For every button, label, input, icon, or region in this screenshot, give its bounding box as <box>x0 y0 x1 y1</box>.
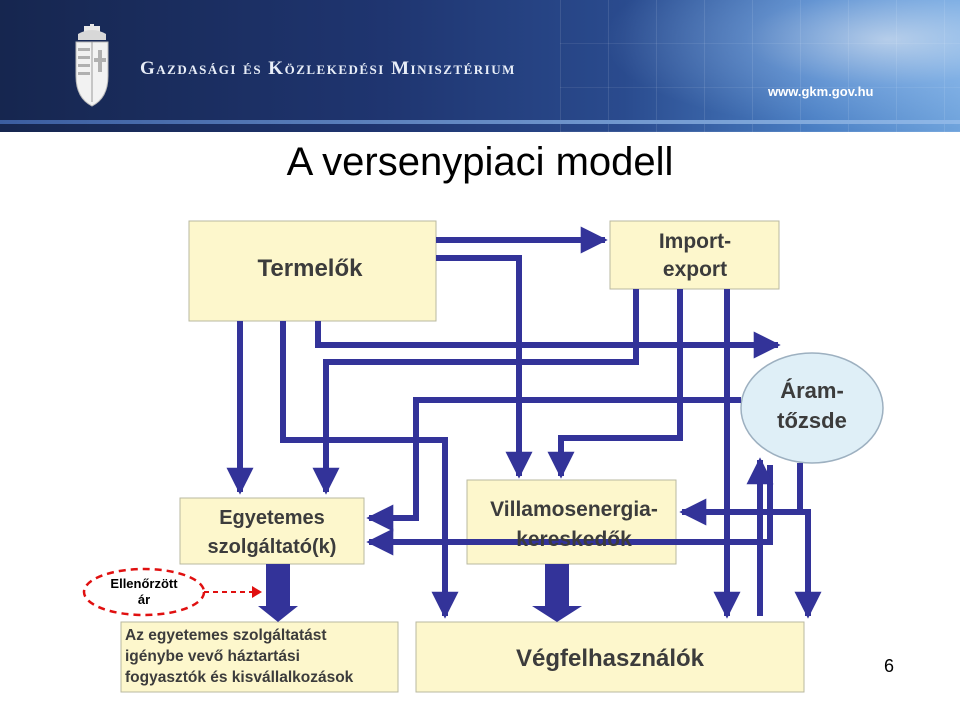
page-number: 6 <box>884 656 895 676</box>
slide-title: A versenypiaci modell <box>286 140 674 184</box>
aramtozsde-ellipse <box>740 352 884 464</box>
ellenorzott-label-line1: Ellenőrzött <box>110 576 178 591</box>
haztartasi-fogyasztok-box <box>120 621 399 693</box>
aramtozsde-label-line1: Áram- <box>780 378 844 403</box>
arrow-aramtozsde-to-egyetemes-2 <box>366 465 773 556</box>
arrow-termelok-to-aramtozsde <box>315 321 781 359</box>
vegfelhasznalok-box <box>415 621 805 693</box>
egyetemes-label-line2: szolgáltató(k) <box>208 536 337 558</box>
banner-stripe <box>0 120 960 124</box>
villamosenergia-kereskedok-box <box>466 479 677 565</box>
kereskedok-label-line1: Villamosenergia- <box>490 498 658 521</box>
block-arrow-egyetemes-to-haztartasi <box>258 564 298 622</box>
block-arrow-kereskedok-to-vegfelhasznalok <box>532 564 582 622</box>
import-export-box <box>609 220 780 290</box>
aramtozsde-label-line2: tőzsde <box>777 408 847 433</box>
egyetemes-label-line1: Egyetemes <box>219 507 325 529</box>
termelok-label: Termelők <box>258 255 364 282</box>
arrow-aramtozsde-to-egyetemes <box>366 397 741 532</box>
arrow-import-to-egyetemes <box>312 289 639 495</box>
termelok-box <box>188 220 437 322</box>
website-url[interactable]: www.gkm.gov.hu <box>768 84 874 99</box>
egyetemes-szolgaltato-box <box>179 497 365 565</box>
haztartasi-label-line2: igénybe vevő háztartási <box>125 648 300 665</box>
dashed-arrow-head <box>252 586 262 598</box>
banner-globe-glow <box>600 0 960 132</box>
vegfelhasznalok-label: Végfelhasználók <box>516 645 705 672</box>
header-banner: Gazdasági és Közlekedési Minisztérium ww… <box>0 0 960 132</box>
ellenorzott-label-line2: ár <box>138 592 150 607</box>
arrow-aramtozsde-to-vegfelhasznalok <box>800 463 808 616</box>
arrow-import-to-kereskedok <box>547 289 683 479</box>
arrow-termelok-to-vegfelhasznalok <box>280 321 459 619</box>
kereskedok-label-line2: kereskedők <box>516 528 632 551</box>
import-label-line1: Import- <box>659 230 731 253</box>
import-label-line2: export <box>663 258 727 281</box>
ministry-name: Gazdasági és Közlekedési Minisztérium <box>140 58 516 79</box>
hungarian-coat-of-arms-icon <box>75 24 109 107</box>
arrow-termelok-to-kereskedok <box>436 255 533 479</box>
haztartasi-label-line3: fogyasztók és kisvállalkozások <box>125 669 354 686</box>
haztartasi-label-line1: Az egyetemes szolgáltatást <box>125 627 327 644</box>
